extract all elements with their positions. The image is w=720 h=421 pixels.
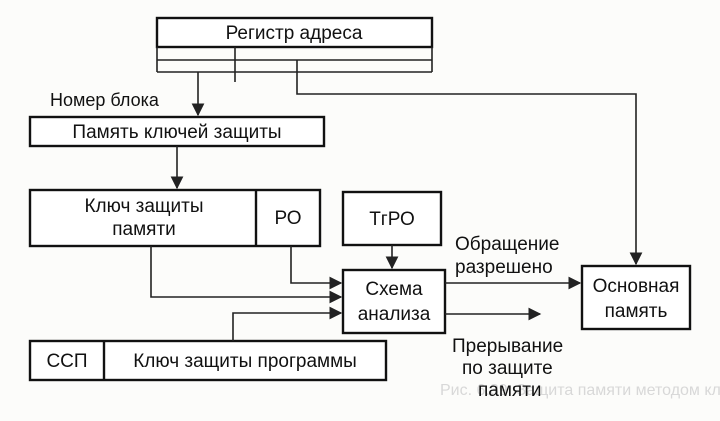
- register-fields: [156, 47, 433, 82]
- memory-key-label-line1: Ключ защиты: [84, 196, 203, 217]
- interrupt-line2: по защите: [462, 358, 553, 379]
- main-memory-box: Основная память: [580, 264, 692, 331]
- arrow-register-to-main-memory: [296, 60, 643, 266]
- block-number-label: Номер блока: [50, 90, 160, 110]
- ro-label: РО: [274, 208, 301, 229]
- trro-label: ТгРО: [369, 209, 415, 230]
- memory-key-label-line2: памяти: [112, 219, 176, 240]
- address-register: Регистр адреса: [155, 16, 434, 49]
- analysis-label-line2: анализа: [358, 304, 431, 325]
- analysis-box: Схема анализа: [341, 268, 447, 335]
- arrow-program-key-to-analysis: [232, 306, 343, 341]
- access-granted-line2: разрешено: [455, 257, 553, 278]
- memory-key-box: Ключ защиты памяти РО: [28, 188, 322, 248]
- ssp-label: ССП: [46, 351, 87, 372]
- interrupt-line1: Прерывание: [452, 336, 563, 357]
- program-key-box: ССП Ключ защиты программы: [28, 339, 388, 382]
- main-memory-label-line2: память: [605, 301, 668, 322]
- main-memory-label-line1: Основная: [593, 276, 680, 297]
- faded-caption: Рис. 6.39. Защита памяти методом ключей …: [440, 382, 720, 399]
- interrupt-line3: памяти: [478, 380, 542, 401]
- program-key-label: Ключ защиты программы: [133, 351, 357, 372]
- trro-box: ТгРО: [341, 190, 443, 247]
- analysis-label-line1: Схема: [365, 279, 423, 300]
- protection-key-memory-box: Память ключей защиты: [28, 115, 326, 148]
- arrow-memory-key-to-analysis: [150, 246, 343, 304]
- address-register-label: Регистр адреса: [226, 23, 363, 44]
- arrow-ro-to-analysis: [290, 246, 343, 290]
- access-granted-line1: Обращение: [455, 234, 559, 255]
- protection-key-memory-label: Память ключей защиты: [72, 122, 281, 143]
